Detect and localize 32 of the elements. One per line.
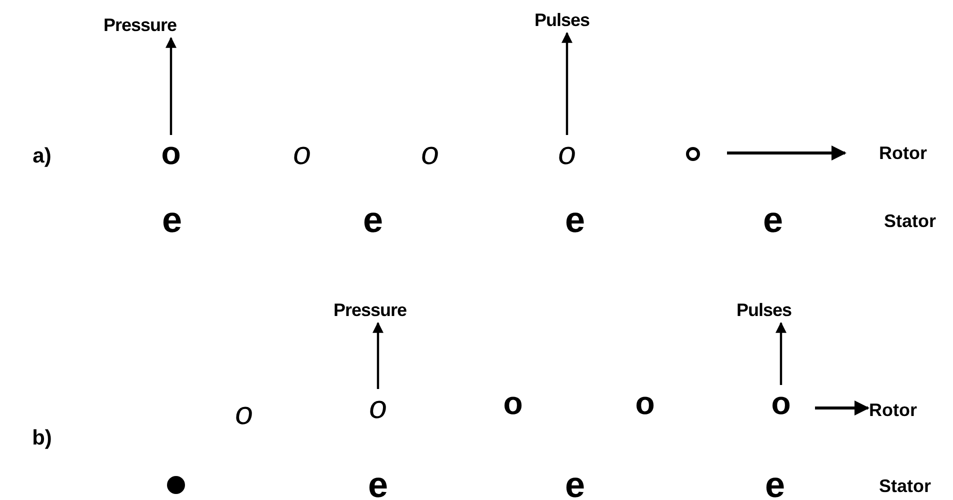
rotor-hole: o bbox=[635, 387, 655, 419]
rotor-hole: o bbox=[293, 137, 311, 169]
rotor-hole: o bbox=[421, 137, 439, 169]
signal-label: Pulses bbox=[534, 11, 590, 29]
stator-hole: e bbox=[362, 202, 384, 238]
rotor-hole: o bbox=[235, 397, 253, 429]
open-circle bbox=[686, 147, 700, 161]
arrow bbox=[166, 36, 176, 135]
panel-label: a) bbox=[32, 146, 52, 166]
filled-dot bbox=[167, 476, 185, 494]
arrow bbox=[776, 322, 786, 385]
row-label: Rotor bbox=[869, 401, 917, 419]
stator-hole: e bbox=[762, 202, 784, 238]
rotor-hole: o bbox=[558, 137, 576, 169]
arrow bbox=[372, 322, 384, 389]
row-label: Stator bbox=[879, 477, 931, 495]
rotor-hole: o bbox=[771, 387, 791, 419]
row-label: Rotor bbox=[879, 144, 927, 162]
signal-label: Pressure bbox=[103, 16, 177, 34]
stator-hole: e bbox=[162, 202, 182, 238]
arrow bbox=[562, 32, 572, 135]
panel-label: b) bbox=[32, 428, 52, 448]
stator-hole: e bbox=[564, 467, 586, 500]
stator-hole: e bbox=[764, 467, 786, 500]
signal-label: Pulses bbox=[736, 301, 792, 319]
stator-hole: e bbox=[368, 467, 388, 500]
row-label: Stator bbox=[884, 212, 936, 230]
rotor-hole: o bbox=[161, 137, 181, 169]
stator-hole: e bbox=[564, 202, 586, 238]
rotor-hole: o bbox=[503, 387, 523, 419]
signal-label: Pressure bbox=[333, 301, 407, 319]
rotor-hole: o bbox=[369, 391, 387, 423]
